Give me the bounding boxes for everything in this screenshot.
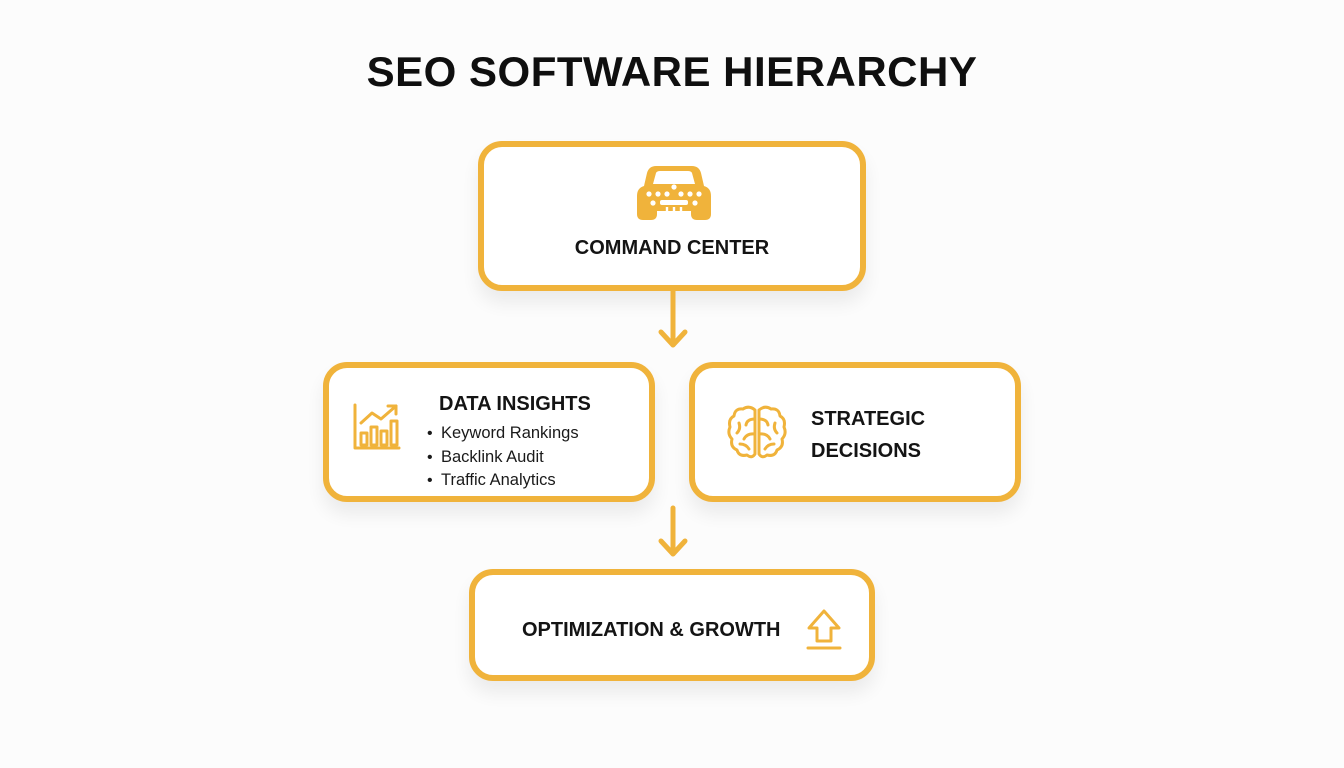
strategic-decisions-label-line1: STRATEGIC bbox=[811, 408, 926, 430]
control-dashboard-icon bbox=[637, 166, 711, 220]
strategic-decisions-box: STRATEGIC DECISIONS bbox=[689, 362, 1021, 502]
list-item: Keyword Rankings bbox=[427, 422, 579, 446]
optimization-growth-label: OPTIMIZATION & GROWTH bbox=[522, 619, 781, 641]
arrow-down-2 bbox=[658, 505, 688, 557]
up-arrow-icon bbox=[806, 609, 842, 650]
brain-icon bbox=[727, 405, 787, 459]
optimization-growth-box: OPTIMIZATION & GROWTH bbox=[469, 569, 875, 681]
data-insights-list: Keyword Rankings Backlink Audit Traffic … bbox=[427, 422, 579, 493]
diagram-title: SEO SOFTWARE HIERARCHY bbox=[366, 48, 978, 95]
bar-chart-trend-icon bbox=[353, 403, 401, 450]
data-insights-box: DATA INSIGHTS Keyword Rankings Backlink … bbox=[323, 362, 655, 502]
data-insights-label: DATA INSIGHTS bbox=[439, 393, 591, 415]
arrow-down-1 bbox=[658, 290, 688, 348]
list-item: Backlink Audit bbox=[427, 446, 579, 470]
strategic-decisions-label-line2: DECISIONS bbox=[811, 440, 922, 462]
command-center-label: COMMAND CENTER bbox=[574, 237, 770, 259]
list-item: Traffic Analytics bbox=[427, 469, 579, 493]
command-center-box: COMMAND CENTER bbox=[478, 141, 866, 291]
